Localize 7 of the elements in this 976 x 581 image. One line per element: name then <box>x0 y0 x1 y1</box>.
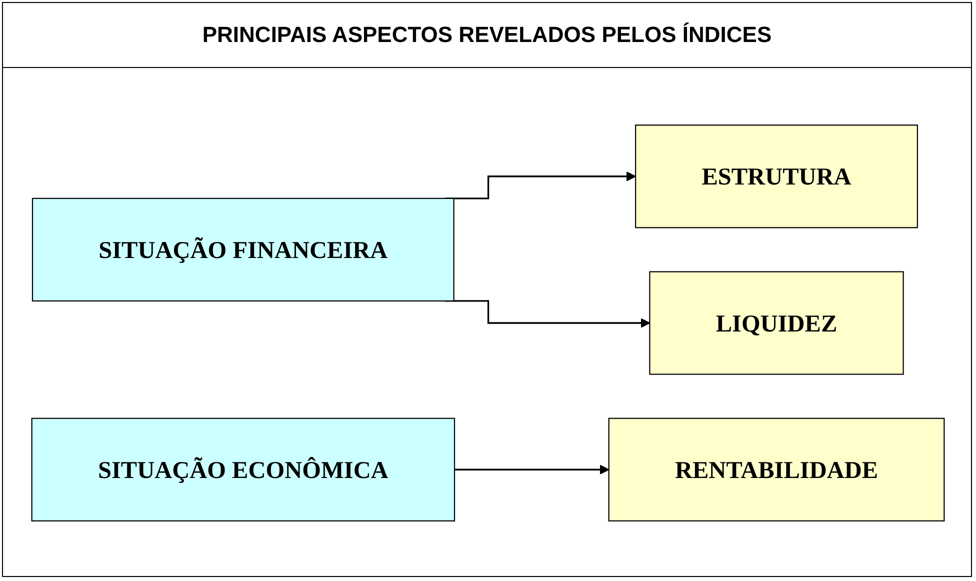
node-box: ESTRUTURA <box>635 124 918 228</box>
node-box: LIQUIDEZ <box>649 271 904 375</box>
node-box: SITUAÇÃO ECONÔMICA <box>31 418 456 522</box>
arrow <box>454 464 610 474</box>
node-box: SITUAÇÃO FINANCEIRA <box>32 198 454 302</box>
node-box: RENTABILIDADE <box>608 418 945 522</box>
diagram-title: PRINCIPAIS ASPECTOS REVELADOS PELOS ÍNDICES <box>3 3 971 68</box>
